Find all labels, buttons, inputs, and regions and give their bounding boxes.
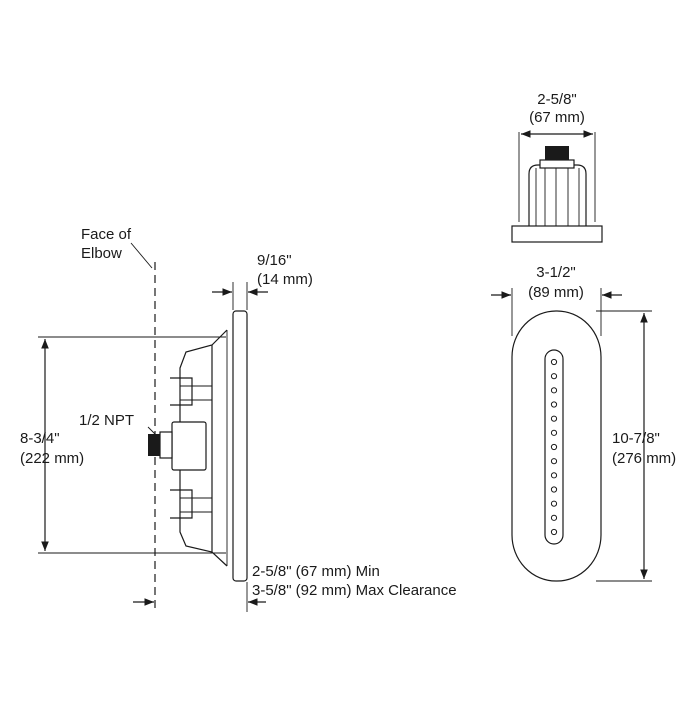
front-width-mm: (89 mm)	[528, 284, 584, 301]
top-width-inches: 2-5/8"	[537, 91, 577, 108]
npt-inlet	[148, 434, 162, 456]
nozzle	[550, 401, 558, 408]
nozzle	[550, 373, 558, 380]
depth-mm: (14 mm)	[257, 271, 313, 288]
nozzle	[550, 500, 558, 507]
side-height-inches: 8-3/4"	[20, 430, 60, 447]
side-view-faceplate	[232, 310, 248, 582]
nozzle-row	[550, 358, 558, 536]
nozzle-strip	[544, 349, 564, 545]
nozzle	[550, 472, 558, 479]
clearance-min-label: 2-5/8" (67 mm) Min	[252, 563, 380, 580]
front-view: 3-1/2" (89 mm) 10-7/8" (276 mm)	[491, 264, 676, 582]
depth-inches: 9/16"	[257, 252, 292, 269]
face-of-label: Face of	[81, 226, 132, 243]
front-width-inches: 3-1/2"	[536, 264, 576, 281]
elbow-label: Elbow	[81, 245, 122, 262]
nozzle	[550, 358, 558, 366]
nozzle	[550, 387, 558, 394]
nozzle	[550, 528, 558, 536]
top-width-mm: (67 mm)	[529, 109, 585, 126]
front-height-mm: (276 mm)	[612, 450, 676, 467]
nozzle	[550, 514, 558, 521]
top-view-faceplate	[511, 225, 603, 243]
side-view: Face of Elbow 1/2 NPT 9/16" (14 mm) 8-3/…	[20, 226, 457, 612]
nozzle	[550, 415, 558, 422]
clearance-max-label: 3-5/8" (92 mm) Max Clearance	[252, 582, 457, 599]
front-height-inches: 10-7/8"	[612, 430, 660, 447]
nozzle	[550, 458, 558, 465]
top-view: 2-5/8" (67 mm)	[511, 91, 603, 243]
top-view-body	[528, 164, 587, 226]
npt-label: 1/2 NPT	[79, 412, 134, 429]
nozzle	[550, 429, 558, 436]
side-height-mm: (222 mm)	[20, 450, 84, 467]
nozzle	[550, 486, 558, 493]
top-view-inlet	[545, 146, 569, 162]
nozzle	[550, 443, 558, 451]
